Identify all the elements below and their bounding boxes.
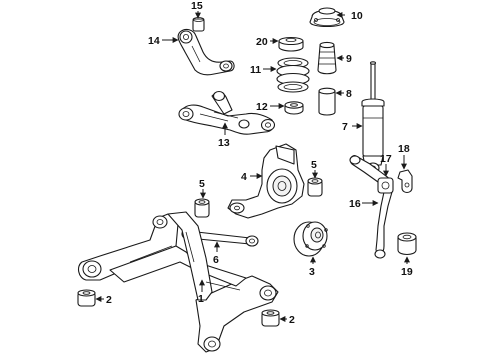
part-15-bushing — [192, 17, 205, 32]
callout-9: 9 — [346, 53, 352, 65]
callout-19: 19 — [401, 266, 413, 278]
part-2-mount-bushing-left — [77, 289, 96, 307]
part-20-spring-upper-seat — [278, 36, 304, 52]
callout-20: 20 — [256, 36, 268, 48]
callout-8: 8 — [346, 88, 352, 100]
callout-4: 4 — [241, 171, 247, 183]
callout-13: 13 — [218, 137, 230, 149]
part-5-bushing-upper — [307, 177, 323, 197]
leader-lines — [95, 11, 410, 322]
part-1-subframe — [77, 211, 279, 353]
part-13-lower-control-arm — [178, 90, 276, 135]
part-5-bushing-lower — [194, 198, 210, 218]
part-11-coil-spring — [276, 57, 310, 93]
callout-2-left: 2 — [106, 294, 112, 306]
callout-5-upper: 5 — [311, 159, 317, 171]
part-3-wheel-hub — [293, 221, 328, 257]
callout-10: 10 — [351, 10, 363, 22]
callout-15: 15 — [191, 0, 203, 12]
callout-3: 3 — [309, 266, 315, 278]
callout-16: 16 — [349, 198, 361, 210]
callout-6: 6 — [213, 254, 219, 266]
callout-18: 18 — [398, 143, 410, 155]
callout-14: 14 — [148, 35, 160, 47]
callout-1: 1 — [198, 293, 204, 305]
callout-11: 11 — [250, 64, 261, 76]
part-2-mount-bushing-right — [261, 309, 280, 327]
callout-17: 17 — [380, 153, 392, 165]
part-14-upper-control-arm — [177, 28, 235, 76]
callout-12: 12 — [256, 101, 268, 113]
callout-7: 7 — [342, 121, 348, 133]
part-4-knuckle — [227, 143, 305, 219]
part-19-link-bushing — [397, 232, 417, 256]
part-12-spring-lower-seat — [284, 101, 304, 115]
part-18-stabilizer-bracket — [397, 169, 413, 194]
part-9-bump-stop — [317, 41, 337, 75]
callout-5-lower: 5 — [199, 178, 205, 190]
part-17-stabilizer-bushing — [377, 177, 394, 194]
callout-2-right: 2 — [289, 314, 295, 326]
part-8-dust-boot — [318, 87, 336, 116]
part-10-strut-mount — [309, 7, 345, 28]
callout-labels: 15 14 20 11 12 13 10 9 8 7 4 5 5 6 3 1 2… — [106, 0, 413, 326]
